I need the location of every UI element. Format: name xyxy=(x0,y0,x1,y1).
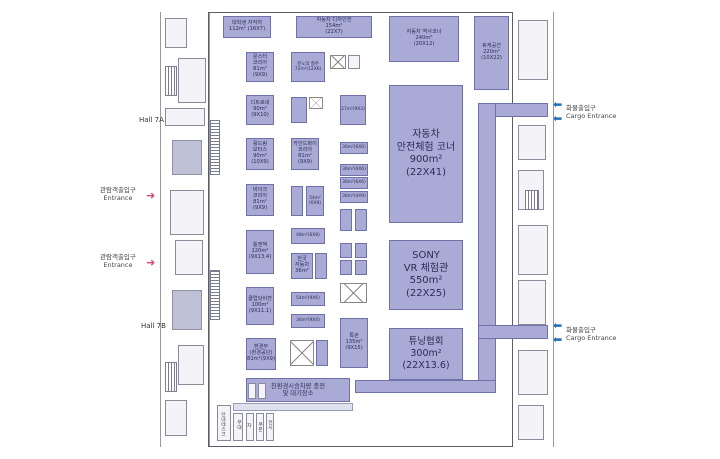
booth-korea-auto[interactable]: 한국 자동차 36m² xyxy=(291,253,313,279)
booth-27[interactable]: 27m²(9X3) xyxy=(340,95,366,125)
mini-booth-label: 전시 xyxy=(267,420,272,430)
info-desk-label: 안내데스크 xyxy=(220,412,225,436)
booth-lounge-corner[interactable]: 문스터 코리아 81m² (9X9) xyxy=(246,52,274,82)
booth-rest-area[interactable]: 휴게공간 220m² (10X22) xyxy=(474,16,509,90)
left-stairs xyxy=(165,362,177,392)
entrance-bottom-label: 관람객출입구 Entrance xyxy=(100,253,136,270)
loading-corridor-lower xyxy=(355,380,496,393)
booth-36b[interactable]: 36m²(9X4) xyxy=(291,314,325,328)
left-room xyxy=(175,240,203,275)
left-core xyxy=(172,140,202,175)
column-marker xyxy=(290,340,314,366)
booth-tuning[interactable]: 튜닝협회 300m² (22X13.6) xyxy=(389,328,463,380)
booth-wheel-office[interactable]: 휠드림 모터스 90m² (10X9) xyxy=(246,138,274,170)
column-marker xyxy=(330,55,346,69)
booth-col-a[interactable] xyxy=(340,243,352,258)
booth-col-d[interactable] xyxy=(355,260,367,275)
right-room xyxy=(518,350,548,395)
left-support-area xyxy=(160,12,210,447)
mini-booth xyxy=(256,413,264,441)
right-room xyxy=(518,225,548,275)
escalator xyxy=(210,120,220,175)
booth-env-zone[interactable]: 환경부 (환경공단) 81m²(9X9) xyxy=(246,338,276,370)
loading-corridor-bottom xyxy=(478,325,548,339)
cargo-top-arrow-icon: ⬅ xyxy=(553,98,563,111)
car-slot xyxy=(248,383,256,399)
left-room xyxy=(165,108,205,126)
booth-48[interactable]: 48m²(6X8) xyxy=(291,228,325,244)
stage-label: 무대 xyxy=(236,420,241,430)
booth-54b[interactable]: 54m²(9X6) xyxy=(291,292,325,306)
entrance-bottom-arrow-icon: ➜ xyxy=(146,256,156,269)
booth-column-2[interactable] xyxy=(355,209,367,231)
booth-sony[interactable]: SONY VR 체험관 550m² (22X25) xyxy=(389,240,463,310)
booth-side-4[interactable]: 36m²(4X9) xyxy=(340,191,368,203)
cargo-bottom-arrow-icon: ⬅ xyxy=(553,319,563,332)
left-room xyxy=(178,58,206,103)
booth-side-2[interactable]: 36m²(6X6) xyxy=(340,164,368,176)
cargo-top-arrow-icon: ⬅ xyxy=(553,112,563,125)
booth-bike-korea[interactable]: 바이크 코리아 81m² (9X9) xyxy=(246,184,274,216)
booth-car-history[interactable]: 자동차 역사코너 240m² (20X12) xyxy=(389,16,459,62)
booth-small-c[interactable] xyxy=(316,340,328,366)
loading-corridor-vertical xyxy=(478,103,496,393)
booth-tool-zone[interactable]: 툴엔젝 120m² (9X13.4) xyxy=(246,230,274,274)
left-room xyxy=(165,400,187,436)
left-room xyxy=(170,190,204,235)
right-room xyxy=(518,280,546,325)
entrance-top-arrow-icon: ➜ xyxy=(146,189,156,202)
booth-col-b[interactable] xyxy=(355,243,367,258)
booth-car-design[interactable]: 자동차 디자인전 154m² (22X7) xyxy=(296,16,372,38)
booth-special[interactable]: 특관 135m² (9X15) xyxy=(340,318,368,368)
column-marker xyxy=(309,97,323,109)
column-marker xyxy=(340,283,367,303)
mini-booth xyxy=(266,413,274,441)
info-desk xyxy=(217,405,231,441)
lower-walkway xyxy=(233,403,353,411)
left-room xyxy=(178,345,204,385)
booth-small-a[interactable] xyxy=(291,97,307,123)
right-stairs xyxy=(525,190,539,210)
car-slot xyxy=(258,383,266,399)
escalator xyxy=(210,270,220,320)
stage xyxy=(233,413,243,441)
mini-booth-label: 차 xyxy=(247,424,252,429)
hall-7a-label: Hall 7A xyxy=(139,116,164,124)
booth-54[interactable]: 54m² (6X9) xyxy=(306,186,324,216)
right-room xyxy=(518,20,548,80)
booth-side-1[interactable]: 36m²(6X6) xyxy=(340,142,368,154)
booth-col-c[interactable] xyxy=(340,260,352,275)
right-room xyxy=(518,405,544,440)
entrance-top-label: 관람객출입구 Entrance xyxy=(100,186,136,203)
booth-column-1[interactable] xyxy=(340,209,352,231)
booth-univ-works[interactable]: 대학생 자작차 112m² (16X7) xyxy=(223,16,271,38)
mini-booth xyxy=(246,413,254,441)
booth-side-3[interactable]: 36m²(6X6) xyxy=(340,177,368,189)
cargo-top-label: 화물출입구 Cargo Entrance xyxy=(566,104,617,121)
right-support-area xyxy=(513,12,554,447)
hall-7b-label: Hall 7B xyxy=(141,322,166,330)
left-core xyxy=(172,290,202,330)
booth-small-b[interactable] xyxy=(315,253,327,279)
booth-narrow[interactable] xyxy=(291,186,303,216)
booth-bunnoei[interactable]: 분노의 질주 72m²(12X6) xyxy=(291,52,325,82)
right-room xyxy=(518,125,546,160)
booth-dream-sponsor[interactable]: 디트로네 90m² (9X10) xyxy=(246,95,274,125)
left-stairs xyxy=(165,66,177,96)
cargo-bottom-label: 화물출입구 Cargo Entrance xyxy=(566,326,617,343)
cargo-bottom-arrow-icon: ⬅ xyxy=(553,333,563,346)
small-kiosk xyxy=(348,55,360,69)
mini-booth-label: 쿠폰 xyxy=(257,422,262,432)
booth-club-zone[interactable]: 클럽닷비젼 100m² (9X11.1) xyxy=(246,287,274,325)
left-room xyxy=(165,18,187,48)
booth-car-oil[interactable]: 카인드파이 코리아 81m² (9X9) xyxy=(291,138,319,170)
booth-safety-corner[interactable]: 자동차 안전체험 코너 900m² (22X41) xyxy=(389,85,463,223)
hall-outline xyxy=(208,12,513,447)
